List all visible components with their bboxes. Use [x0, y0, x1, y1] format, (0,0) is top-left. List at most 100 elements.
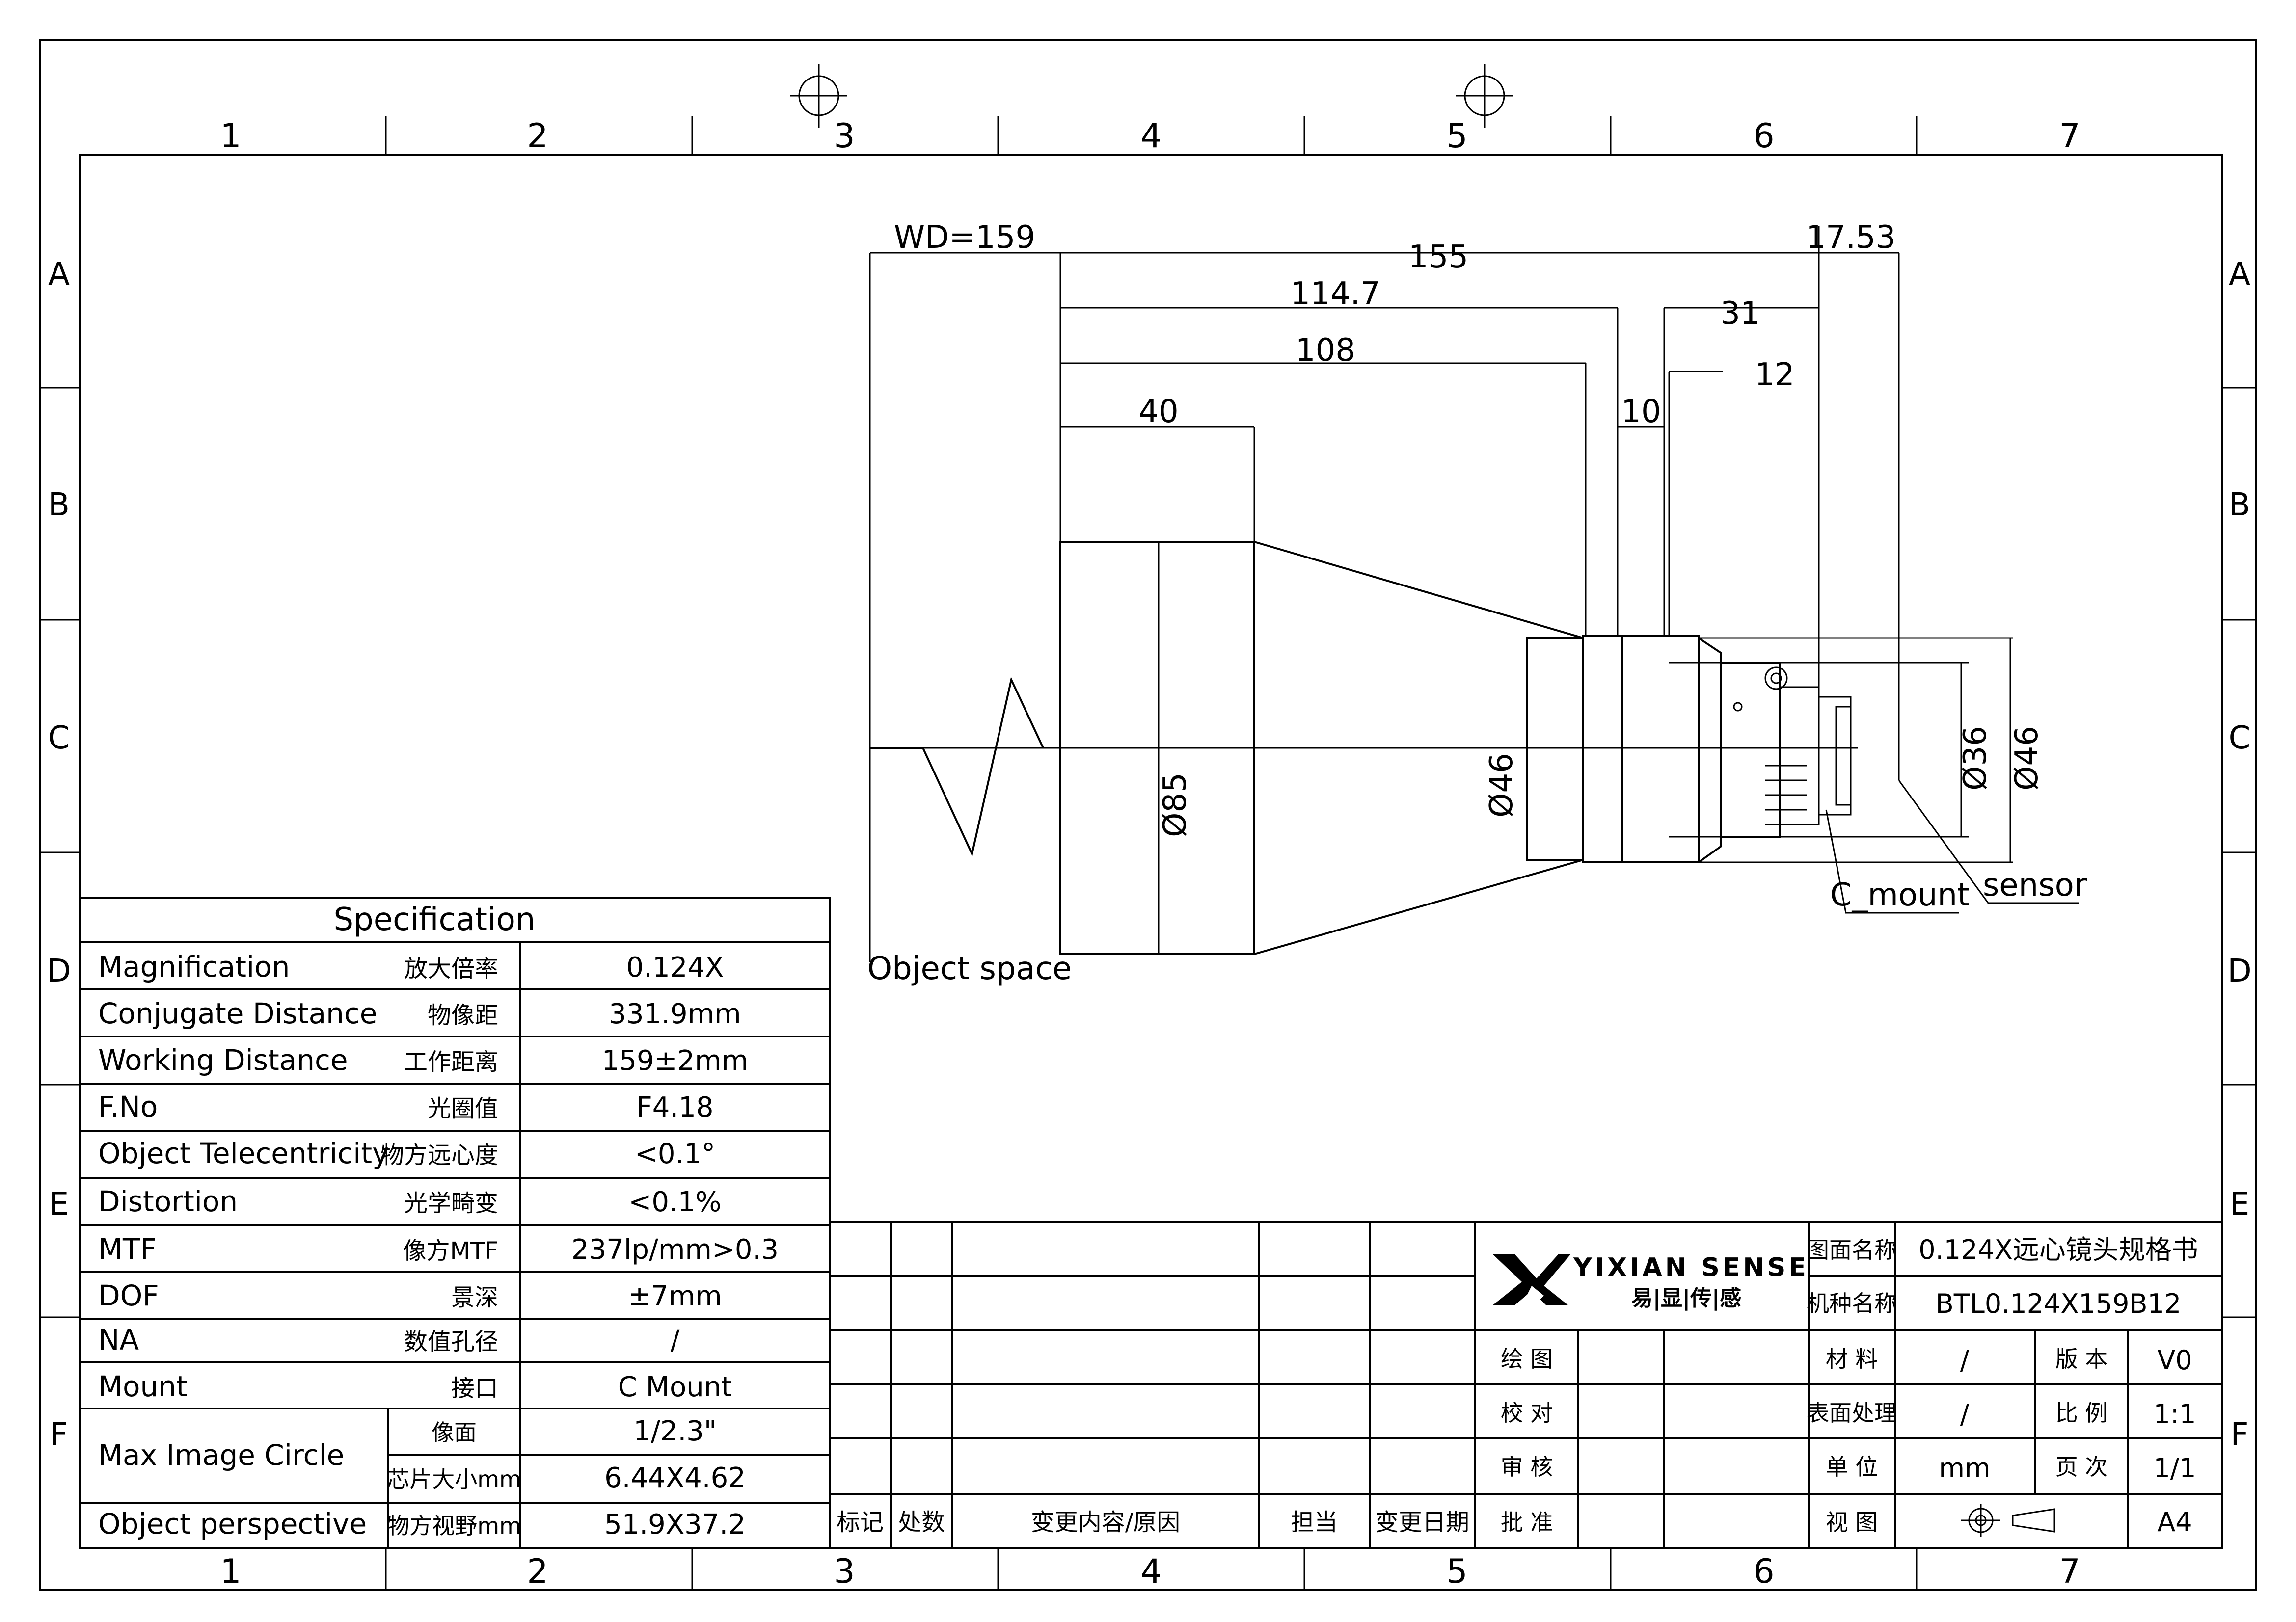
material-value: / [1960, 1345, 1970, 1376]
reviewed-label: 审 核 [1501, 1454, 1553, 1480]
page-value: 1/1 [2154, 1453, 2196, 1484]
row-label-d-right: D [2227, 953, 2251, 989]
spec-row-value: / [671, 1325, 680, 1356]
dim-108: 108 [1296, 332, 1355, 369]
dim-31: 31 [1720, 295, 1760, 332]
label-object-space: Object space [867, 951, 1072, 987]
dim-dia-36: Ø36 [1957, 726, 1994, 791]
row-label-c-right: C [2229, 720, 2251, 756]
row-label-a: A [48, 256, 70, 292]
version-label: 版 本 [2055, 1346, 2108, 1372]
title-block: YIXIAN SENSE 易|显|传|感 图面名称 机种名称 绘 图 校 对 审… [1474, 1221, 2223, 1549]
spec-row-label: NA [98, 1323, 139, 1356]
spec-row-cn: 景深 [451, 1284, 498, 1311]
brand-name: YIXIAN SENSE [1573, 1253, 1809, 1282]
spec-row-value: 237lp/mm>0.3 [571, 1234, 779, 1266]
spec-row-cn: 工作距离 [404, 1048, 498, 1076]
spec-row-label: Distortion [98, 1185, 238, 1218]
col-label-7-bottom: 7 [2059, 1552, 2080, 1591]
col-label-2: 2 [527, 117, 548, 156]
unit-label: 单 位 [1826, 1454, 1878, 1480]
col-label-5-bottom: 5 [1446, 1552, 1467, 1591]
drawing-name: 0.124X远心镜头规格书 [1918, 1234, 2198, 1265]
col-label-5: 5 [1446, 117, 1467, 156]
spec-mic-value1: 1/2.3" [633, 1415, 716, 1447]
col-label-4-bottom: 4 [1140, 1552, 1162, 1591]
spec-row-value: 0.124X [626, 952, 724, 984]
spec-row-label: MTF [98, 1232, 157, 1266]
label-sensor: sensor [1983, 867, 2087, 904]
spec-row-cn: 像方MTF [403, 1237, 498, 1265]
spec-mic-value2: 6.44X4.62 [604, 1462, 746, 1494]
spec-row-cn: 光学畸变 [404, 1190, 498, 1217]
col-label-6-bottom: 6 [1753, 1552, 1774, 1591]
page-label: 页 次 [2055, 1454, 2108, 1480]
spec-title: Specification [334, 902, 536, 938]
centering-mark-icon [790, 64, 1513, 128]
scale-label: 比 例 [2055, 1400, 2108, 1426]
col-label-3: 3 [834, 117, 855, 156]
unit-value: mm [1939, 1453, 1990, 1484]
rev-header-count: 处数 [898, 1509, 945, 1536]
dim-wd: WD=159 [894, 219, 1035, 256]
dim-12: 12 [1755, 357, 1794, 393]
row-label-f: F [50, 1417, 68, 1453]
row-label-b-right: B [2229, 487, 2250, 523]
surface-label: 表面处理 [1807, 1400, 1897, 1426]
dim-155: 155 [1408, 239, 1468, 275]
spec-row-label: Object Telecentricity [98, 1137, 389, 1170]
projection-symbol-icon [1961, 1504, 2055, 1537]
surface-value: / [1960, 1399, 1970, 1430]
drawn-label: 绘 图 [1501, 1346, 1553, 1372]
model-name: BTL0.124X159B12 [1936, 1288, 2182, 1319]
dim-17-53: 17.53 [1806, 219, 1895, 256]
spec-mic-sub2: 芯片大小mm [387, 1466, 521, 1492]
col-label-3-bottom: 3 [834, 1552, 855, 1591]
row-label-b: B [48, 487, 70, 523]
spec-row-value: <0.1% [628, 1186, 721, 1218]
spec-row-label: Working Distance [98, 1043, 348, 1077]
spec-row-value: 331.9mm [609, 998, 741, 1030]
rev-header-owner: 担当 [1291, 1509, 1338, 1536]
spec-row-label: DOF [98, 1279, 159, 1312]
label-c-mount: C_mount [1830, 877, 1970, 913]
row-label-a-right: A [2229, 256, 2250, 292]
spec-row-value: F4.18 [637, 1091, 714, 1123]
rev-header-date: 变更日期 [1375, 1509, 1469, 1536]
spec-row-label: Conjugate Distance [98, 997, 377, 1030]
row-label-d: D [47, 953, 71, 989]
spec-row-value: C Mount [618, 1371, 732, 1403]
dim-dia-46-right: Ø46 [2009, 726, 2045, 791]
col-label-4: 4 [1140, 117, 1162, 156]
material-label: 材 料 [1826, 1346, 1878, 1372]
brand-logo-icon [1492, 1254, 1571, 1305]
lens-drawing: WD=159 155 17.53 114.7 31 108 12 10 40 C… [867, 219, 2087, 987]
row-label-e-right: E [2230, 1186, 2249, 1223]
spec-op-value: 51.9X37.2 [604, 1509, 746, 1541]
spec-row-label: Object perspective [98, 1507, 367, 1541]
spec-row-cn: 物方远心度 [380, 1142, 498, 1169]
spec-row-cn: 物像距 [428, 1002, 498, 1029]
checked-label: 校 对 [1501, 1400, 1553, 1426]
row-label-c: C [48, 720, 70, 756]
row-label-e: E [49, 1186, 69, 1223]
drawing-frame: 1 2 3 4 5 6 7 1 2 3 4 5 6 7 A B C D E F … [39, 39, 2257, 1591]
col-label-7: 7 [2059, 117, 2080, 156]
view-label: 视 图 [1826, 1509, 1878, 1536]
spec-row-value: ±7mm [628, 1280, 722, 1312]
rev-header-content: 变更内容/原因 [1031, 1509, 1180, 1536]
spec-row-label: Max Image Circle [98, 1438, 344, 1472]
rev-header-mark: 标记 [837, 1509, 884, 1536]
spec-op-cn: 物方视野mm [387, 1513, 521, 1539]
spec-row-cn: 数值孔径 [404, 1328, 498, 1356]
dim-dia-46: Ø46 [1484, 753, 1520, 818]
spec-row-cn: 放大倍率 [404, 955, 498, 983]
spec-row-value: 159±2mm [602, 1045, 749, 1077]
dim-114-7: 114.7 [1290, 276, 1380, 312]
approved-label: 批 准 [1501, 1509, 1553, 1536]
version-value: V0 [2157, 1345, 2192, 1376]
col-label-2-bottom: 2 [527, 1552, 548, 1591]
dim-40: 40 [1138, 394, 1178, 430]
spec-mic-sub1: 像面 [432, 1419, 477, 1446]
model-label: 机种名称 [1807, 1290, 1897, 1317]
